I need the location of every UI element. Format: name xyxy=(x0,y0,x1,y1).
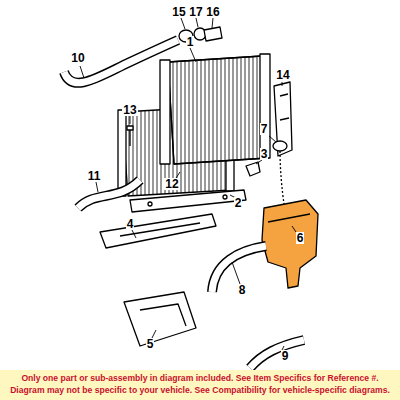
callout-number: 2 xyxy=(234,197,243,209)
callout-number: 3 xyxy=(260,148,269,160)
callout-number: 11 xyxy=(87,170,102,182)
disclaimer-note: Only one part or sub-assembly in diagram… xyxy=(4,372,396,396)
callout-number: 14 xyxy=(275,69,290,81)
callout-number: 9 xyxy=(281,350,290,362)
callout-number: 17 xyxy=(188,6,203,18)
callout-number: 15 xyxy=(171,6,186,18)
callout-number: 10 xyxy=(70,52,85,64)
callout-number: 13 xyxy=(122,104,137,116)
callout-number: 16 xyxy=(205,6,220,18)
callout-number: 12 xyxy=(164,178,179,190)
callout-number: 4 xyxy=(126,218,135,230)
callout-number: 5 xyxy=(146,338,155,350)
callout-number: 8 xyxy=(238,284,247,296)
callout-number: 7 xyxy=(260,123,269,135)
callout-number: 6 xyxy=(296,232,305,244)
callout-number: 1 xyxy=(186,36,195,48)
